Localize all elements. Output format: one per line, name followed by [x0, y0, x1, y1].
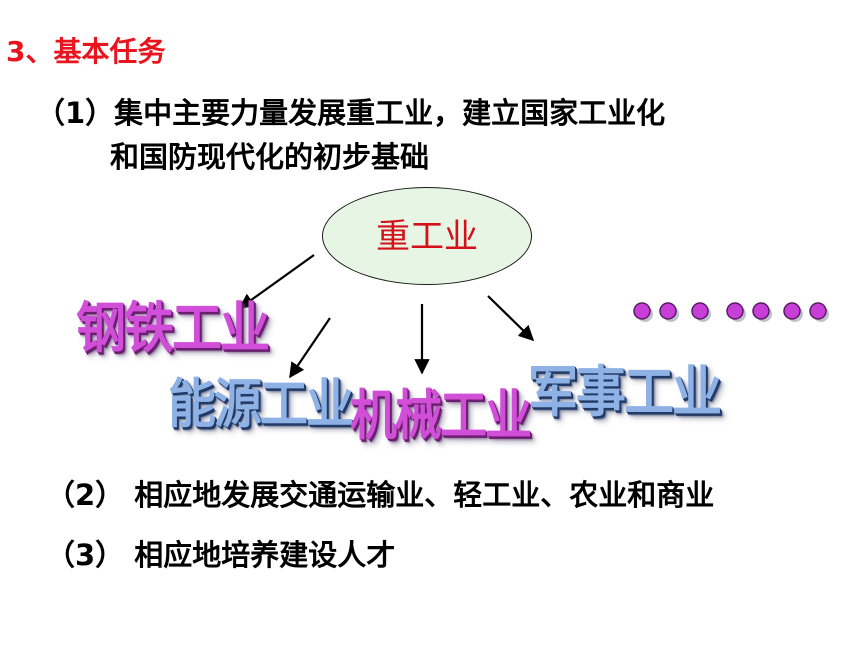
point-3: （3） 相应地培养建设人才 — [46, 538, 396, 572]
arrow-to-energy — [289, 317, 331, 379]
ellipsis-dot-5 — [752, 302, 770, 320]
ellipsis-dot-7 — [809, 302, 827, 320]
branch-machinery: 机械工业 — [350, 384, 532, 448]
ellipsis-dot-6 — [783, 302, 801, 320]
slide-title: 3、基本任务 — [6, 35, 166, 68]
ellipsis-dot-4 — [726, 302, 744, 320]
point-2: （2） 相应地发展交通运输业、轻工业、农业和商业 — [46, 478, 715, 512]
ellipsis-dot-3 — [691, 302, 709, 320]
arrow-to-military — [487, 295, 535, 342]
ellipsis-dot-1 — [633, 302, 651, 320]
branch-military: 军事工业 — [528, 360, 722, 425]
point-1-line-2: 和国防现代化的初步基础 — [110, 140, 430, 174]
arrow-to-steel — [238, 254, 315, 309]
branch-energy: 能源工业 — [168, 373, 354, 436]
center-oval: 重工业 — [322, 187, 532, 285]
ellipsis-dots — [633, 302, 829, 322]
point-1-line-1: （1）集中主要力量发展重工业，建立国家工业化 — [36, 96, 666, 130]
ellipsis-dot-2 — [659, 302, 677, 320]
branch-steel: 钢铁工业 — [76, 296, 270, 361]
center-label: 重工业 — [376, 216, 478, 257]
